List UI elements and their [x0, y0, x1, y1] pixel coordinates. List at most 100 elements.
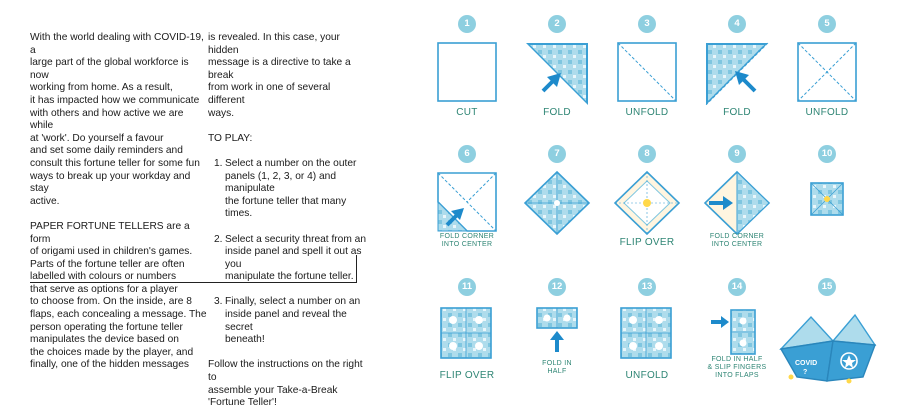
step-caption: FLIP OVER [597, 237, 697, 248]
step-caption: UNFOLD [597, 107, 697, 118]
text-line: Parts of the fortune teller are often [30, 258, 185, 270]
closing-paragraph: Follow the instructions on the right to … [208, 359, 368, 409]
final-fortune-teller-figure: COVID ? [779, 313, 877, 384]
step-number-badge: 8 [638, 145, 656, 163]
step-number-badge: 4 [728, 15, 746, 33]
step-15: 15 COVID ? [777, 278, 877, 398]
model-mark: ? [803, 369, 807, 376]
divider-horizontal [30, 282, 357, 283]
caption-line: FOLD IN [542, 360, 572, 367]
unfold-square-figure [620, 307, 672, 359]
fold-corner-figure [437, 172, 497, 232]
text-line: person operating the fortune teller [30, 321, 183, 333]
instruction-number: 1. [214, 157, 223, 169]
text-line: Select a number on the outer [225, 157, 357, 169]
fold-in-half-figure [536, 307, 578, 352]
text-line: beneath! [225, 334, 265, 346]
step-8: 8 FLIP OVER [597, 145, 697, 265]
step-number-badge: 13 [638, 278, 656, 296]
caption-line: INTO CENTER [441, 240, 493, 248]
step-5: 5 UNFOLD [777, 15, 877, 135]
caption-line: FOLD [723, 107, 751, 118]
step-caption: FOLD [507, 107, 607, 118]
text-line: inside panel and reveal the secret [225, 309, 347, 333]
caption-line: UNFOLD [625, 370, 669, 381]
text-line: working from home. As a result, [30, 82, 173, 94]
text-line: Follow the instructions on the right to [208, 359, 363, 384]
step-7: 7 [507, 145, 607, 265]
caption-line: HALF [547, 367, 567, 375]
step-number-badge: 15 [818, 278, 836, 296]
text-line: PAPER FORTUNE TELLERS are a form [30, 220, 190, 245]
caption-line: FLIP OVER [439, 370, 495, 381]
text-line: to choose from. On the inside, are 8 [30, 296, 192, 308]
text-line: finally, one of the hidden messages [30, 359, 189, 371]
diamond-figure [523, 170, 591, 235]
text-line: manipulate the fortune teller. [225, 271, 354, 283]
intro-paragraph: With the world dealing with COVID-19, a … [30, 32, 208, 208]
caption-line: FOLD [543, 107, 571, 118]
slip-fingers-figure [711, 309, 756, 355]
text-line: inside panel and spell it out as you [225, 246, 362, 270]
step-10: 10 [777, 145, 877, 265]
text-line: 'Fortune Teller'! [208, 397, 277, 409]
caption-line: INTO CENTER [711, 240, 763, 248]
text-line: labelled with colours or numbers [30, 271, 177, 283]
text-line: that serve as options for a player [30, 283, 178, 295]
step-2: 2 FOLD [507, 15, 607, 135]
step-caption: FOLD [687, 107, 787, 118]
instruction-item: 1. Select a number on the outer panels (… [214, 158, 368, 221]
step-number-badge: 6 [458, 145, 476, 163]
intro-column-right: is revealed. In this case, your hidden m… [208, 32, 368, 410]
caption-line: FLIP OVER [619, 237, 675, 248]
text-line: the choices made by the player, and [30, 346, 194, 358]
fold-corner-diamond-figure [703, 170, 771, 235]
unfold-square-figure [617, 42, 677, 102]
caption-line: FOLD CORNER [439, 233, 495, 240]
flip-square-figure [440, 307, 492, 359]
text-line: assemble your Take-a-Break [208, 384, 338, 396]
small-square-figure [810, 182, 844, 216]
text-line: from work in one of several different [208, 82, 331, 106]
divider-vertical [356, 255, 357, 283]
step-1: 1 CUT [417, 15, 517, 135]
text-line: ways. [208, 107, 235, 119]
text-line: Select a security threat from an [225, 233, 366, 245]
fold-triangle-figure [526, 43, 588, 105]
step-caption: UNFOLD [597, 370, 697, 381]
step-number-badge: 7 [548, 145, 566, 163]
model-label: COVID [795, 360, 817, 367]
text-line: large part of the global workforce is no… [30, 57, 189, 81]
caption-line: FOLD CORNER [709, 233, 765, 240]
fold-triangle-figure [705, 42, 769, 105]
text-line: message is a directive to take a break [208, 57, 351, 81]
diamond-flip-figure [613, 170, 681, 235]
text-line: and set some daily reminders and [30, 145, 183, 157]
text-line: With the world dealing with COVID-19, a [30, 32, 204, 56]
text-line: the fortune teller that many times. [225, 195, 347, 220]
step-number-badge: 11 [458, 278, 476, 296]
caption-line: UNFOLD [625, 107, 669, 118]
step-number-badge: 10 [818, 145, 836, 163]
intro-column-left: With the world dealing with COVID-19, a … [30, 32, 208, 372]
step-4: 4 FOLD [687, 15, 787, 135]
instruction-item: 2. Select a security threat from an insi… [214, 234, 368, 284]
step-caption: UNFOLD [777, 107, 877, 118]
cut-square-figure [437, 42, 497, 102]
step-3: 3 UNFOLD [597, 15, 697, 135]
step-caption: FLIP OVER [417, 370, 517, 381]
text-line: at 'work'. Do yourself a favour [30, 132, 164, 144]
step-number-badge: 9 [728, 145, 746, 163]
step-number-badge: 2 [548, 15, 566, 33]
step-caption: CUT [417, 107, 517, 118]
text-line: panels (1, 2, 3, or 4) and manipulate [225, 170, 336, 195]
step-number-badge: 3 [638, 15, 656, 33]
instruction-item: 3. Finally, select a number on an inside… [214, 296, 368, 346]
